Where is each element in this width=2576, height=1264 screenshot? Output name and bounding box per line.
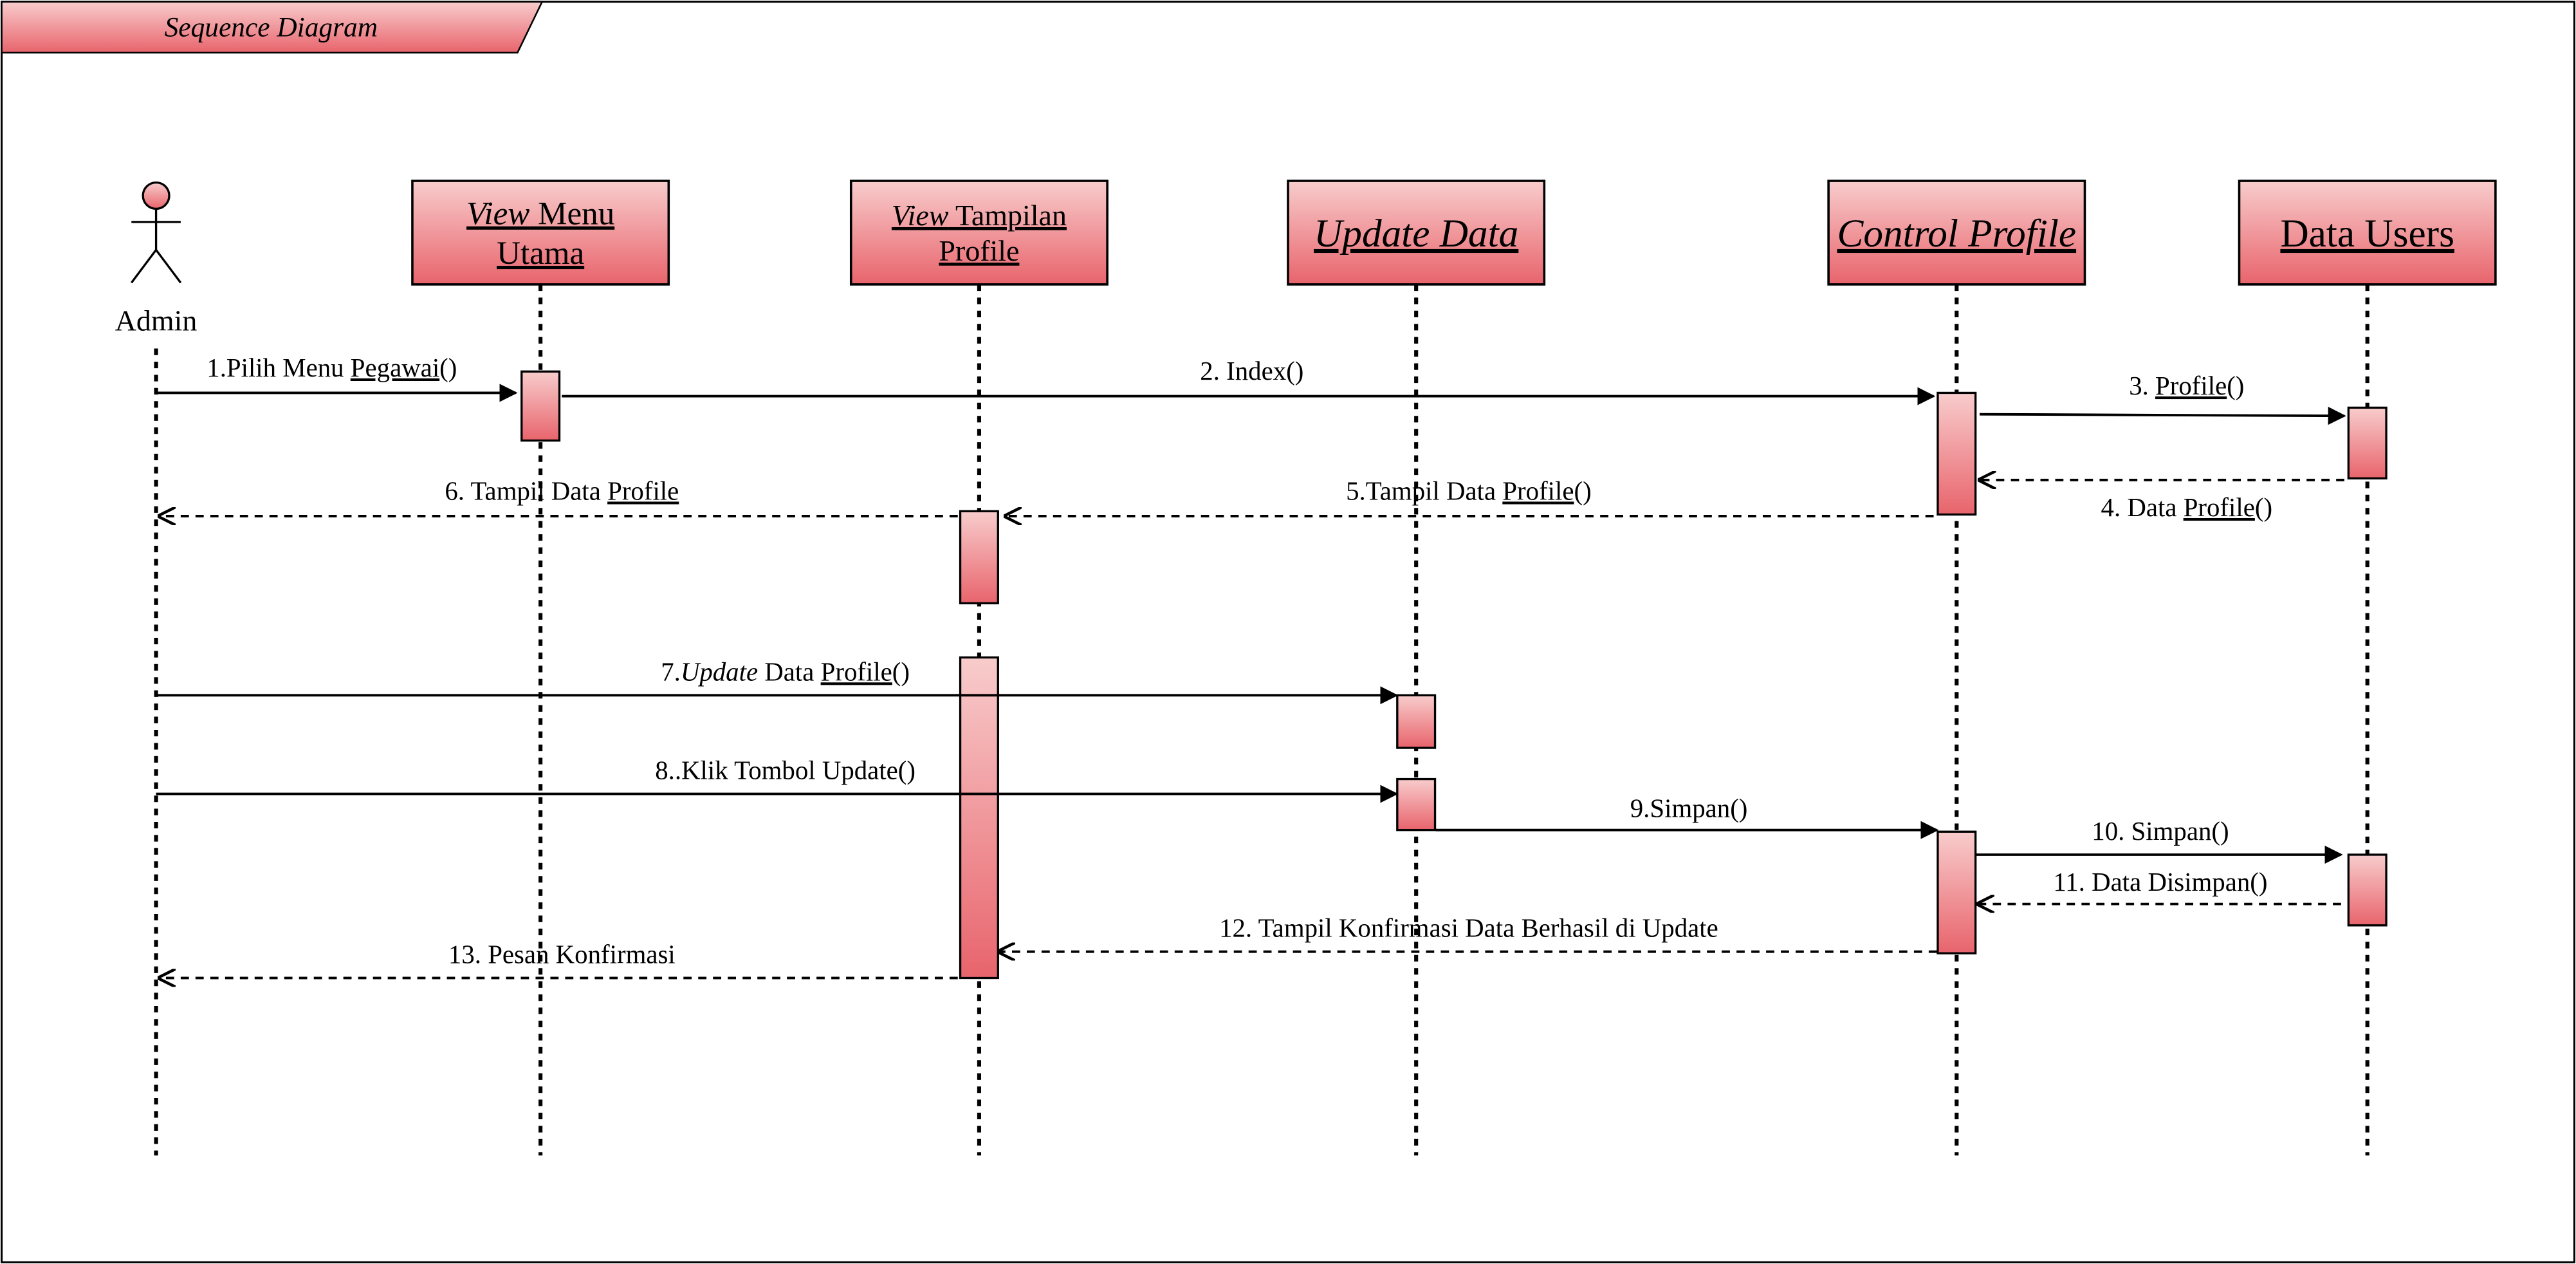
activation-update: [1396, 777, 1437, 832]
message-label-segment: 9.Simpan(): [1630, 794, 1748, 823]
message-1: 1.Pilih Menu Pegawai(): [156, 353, 518, 402]
message-label-segment: Profile: [1502, 476, 1574, 505]
activation-control: [1937, 391, 1977, 516]
admin-actor-label: Admin: [115, 304, 198, 337]
activation-profile: [959, 510, 999, 604]
message-2: 2. Index(): [562, 357, 1936, 405]
participant-label-segment: View: [892, 199, 949, 232]
message-label: 3. Profile(): [2129, 371, 2244, 400]
message-label-segment: (): [439, 353, 457, 382]
participant-label: Data Users: [2280, 212, 2454, 256]
message-label-segment: Pegawai: [351, 353, 439, 382]
message-label-segment: 8..Klik Tombol Update(): [655, 756, 915, 785]
participant-label: View Tampilan: [892, 199, 1067, 232]
frame-title: Sequence Diagram: [165, 12, 378, 42]
message-label: 8..Klik Tombol Update(): [655, 756, 915, 785]
activation-update: [1396, 694, 1437, 749]
message-label-segment: Profile: [607, 476, 679, 505]
participant-box: [849, 180, 1109, 286]
message-label-segment: 5.Tampil Data: [1346, 476, 1502, 505]
admin-actor-icon: [130, 181, 182, 284]
participant-label: Update Data: [1314, 212, 1518, 256]
message-3: 3. Profile(): [1980, 371, 2346, 425]
message-label-segment: (): [892, 657, 910, 686]
message-label-segment: 1.Pilih Menu: [207, 353, 351, 382]
participant-label: Control Profile: [1837, 212, 2077, 256]
message-label: 2. Index(): [1200, 357, 1303, 386]
message-5: 5.Tampil Data Profile(): [1006, 476, 1934, 516]
message-12: 12. Tampil Konfirmasi Data Berhasil di U…: [999, 914, 1937, 952]
message-6: 6. Tampil Data Profile: [160, 476, 958, 516]
participant-update: Update Data: [1287, 180, 1546, 286]
participant-label-segment: Menu: [529, 196, 614, 232]
participant-users: Data Users: [2238, 180, 2497, 286]
message-4: 4. Data Profile(): [1980, 480, 2344, 522]
participant-label-segment: Profile: [939, 234, 1019, 267]
participant-label-segment: Control Profile: [1837, 212, 2077, 256]
activation-control: [1937, 830, 1977, 954]
message-label: 6. Tampil Data Profile: [445, 476, 679, 505]
activation-menu: [520, 370, 561, 442]
message-label: 12. Tampil Konfirmasi Data Berhasil di U…: [1219, 914, 1718, 943]
message-label-segment: 3.: [2129, 371, 2155, 400]
participant-label: View Menu: [466, 196, 614, 232]
message-label-segment: Data: [758, 657, 821, 686]
participant-label-segment: Data Users: [2280, 212, 2454, 256]
message-label: 4. Data Profile(): [2101, 493, 2273, 522]
message-label-segment: 12. Tampil Konfirmasi Data Berhasil di U…: [1219, 914, 1718, 943]
message-label-segment: Profile: [821, 657, 892, 686]
message-label-segment: Update: [681, 657, 758, 686]
activation-profile: [959, 656, 999, 980]
participant-label: Profile: [939, 234, 1019, 267]
message-label: 5.Tampil Data Profile(): [1346, 476, 1592, 505]
message-label-segment: Profile: [2155, 371, 2227, 400]
participant-label-segment: Update Data: [1314, 212, 1518, 256]
message-label-segment: 7.: [661, 657, 681, 686]
message-label-segment: (): [2255, 493, 2272, 522]
participant-box: [1827, 180, 2086, 286]
message-13: 13. Pesan Konfirmasi: [160, 940, 958, 978]
message-7: 7.Update Data Profile(): [156, 657, 1399, 705]
call-arrow: [1980, 407, 2346, 425]
message-label-segment: 11. Data Disimpan(): [2053, 868, 2267, 897]
participant-control: Control Profile: [1827, 180, 2086, 286]
participant-box: [2238, 180, 2497, 286]
message-label-segment: 6. Tampil Data: [445, 476, 607, 505]
activation-users: [2347, 406, 2387, 479]
message-10: 10. Simpan(): [1976, 817, 2343, 864]
messages: 1.Pilih Menu Pegawai()2. Index()3. Profi…: [156, 353, 2346, 978]
participant-label-segment: Tampilan: [948, 199, 1067, 232]
message-label: 13. Pesan Konfirmasi: [448, 940, 676, 969]
message-label-segment: 10. Simpan(): [2092, 817, 2229, 846]
participant-label-segment: Utama: [497, 235, 584, 272]
participant-box: [1287, 180, 1546, 286]
message-label-segment: 2. Index(): [1200, 357, 1303, 386]
message-label: 11. Data Disimpan(): [2053, 868, 2267, 897]
participant-label-segment: View: [466, 196, 529, 232]
message-label: 9.Simpan(): [1630, 794, 1748, 823]
message-label-segment: 13. Pesan Konfirmasi: [448, 940, 676, 969]
participant-label: Utama: [497, 235, 584, 272]
frame-title-tab: [1, 1, 544, 54]
message-label-segment: 4. Data: [2101, 493, 2184, 522]
message-label-segment: (): [1574, 476, 1592, 505]
message-label-segment: (): [2227, 371, 2244, 400]
message-11: 11. Data Disimpan(): [1978, 868, 2341, 904]
message-label: 7.Update Data Profile(): [661, 657, 910, 686]
message-8: 8..Klik Tombol Update(): [156, 756, 1399, 803]
message-9: 9.Simpan(): [1435, 794, 1939, 839]
participant-box: [411, 180, 670, 286]
message-label: 10. Simpan(): [2092, 817, 2229, 846]
activation-users: [2347, 853, 2387, 927]
message-label-segment: Profile: [2184, 493, 2255, 522]
activation-bars: [520, 370, 2387, 980]
message-label: 1.Pilih Menu Pegawai(): [207, 353, 457, 382]
